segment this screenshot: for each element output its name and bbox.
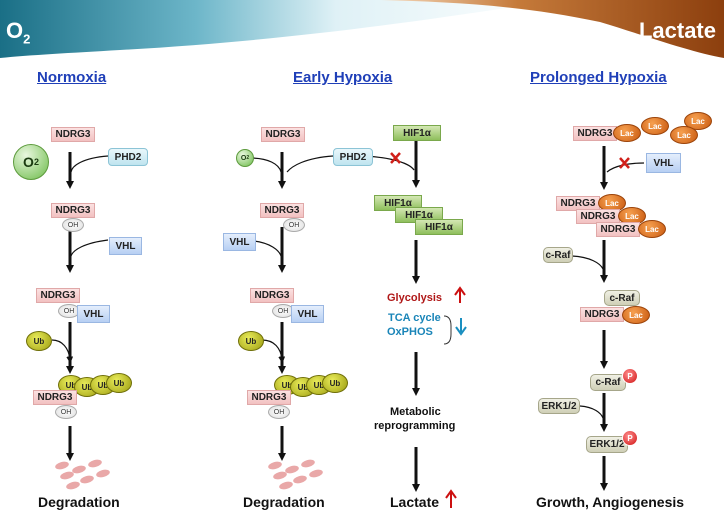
ndrg3-box: NDRG3 (580, 307, 624, 322)
heading-normoxia: Normoxia (37, 69, 107, 86)
inhibition-x-marks (390, 152, 630, 169)
c-raf-box: c-Raf (590, 374, 626, 391)
ndrg3-box: NDRG3 (250, 288, 294, 303)
banner-lactate-label: Lactate (638, 18, 716, 43)
ubiquitin: Ub (322, 373, 348, 393)
footer-growth-angiogenesis: Growth, Angiogenesis (536, 494, 685, 510)
lactate-molecule: Lac (618, 207, 646, 225)
ndrg3-box: NDRG3 (36, 288, 80, 303)
ndrg3-box: NDRG3 (261, 127, 305, 142)
ubiquitin: Ub (238, 331, 264, 351)
ndrg3-box: NDRG3 (260, 203, 304, 218)
reprogramming-label: reprogramming (374, 420, 456, 432)
banner-oxygen-label: O2 (6, 18, 31, 47)
ndrg3-box: NDRG3 (573, 126, 617, 141)
ndrg3-box: NDRG3 (51, 127, 95, 142)
ubiquitin: Ub (106, 373, 132, 393)
ndrg3-box: NDRG3 (33, 390, 77, 405)
lactate-molecule: Lac (684, 112, 712, 130)
vhl-box: VHL (646, 153, 681, 173)
footer-degradation: Degradation (38, 494, 120, 510)
lactate-molecule: Lac (641, 117, 669, 135)
hif1a-box: HIF1α (415, 219, 463, 235)
ndrg3-box: NDRG3 (596, 222, 640, 237)
hydroxyl-tag: OH (62, 218, 84, 232)
ndrg3-box: NDRG3 (247, 390, 291, 405)
vhl-box: VHL (77, 305, 110, 323)
lactate-molecule: Lac (613, 124, 641, 142)
phd2-box: PHD2 (333, 148, 373, 166)
heading-early-hypoxia: Early Hypoxia (293, 69, 393, 86)
tca-cycle-label: TCA cycle (388, 312, 441, 324)
hydroxyl-tag: OH (55, 405, 77, 419)
ubiquitin: Ub (26, 331, 52, 351)
glycolysis-label: Glycolysis (387, 292, 443, 304)
ndrg3-box: NDRG3 (51, 203, 95, 218)
header-banner (0, 0, 724, 58)
footer-lactate: Lactate (390, 494, 440, 510)
vhl-box: VHL (223, 233, 256, 251)
c-raf-box: c-Raf (543, 247, 573, 263)
hydroxyl-tag: OH (268, 405, 290, 419)
phosphate-tag: P (622, 368, 638, 384)
phosphate-tag: P (622, 430, 638, 446)
metabolic-label: Metabolic (390, 406, 441, 418)
oxphos-label: OxPHOS (387, 326, 433, 338)
hydroxyl-tag: OH (283, 218, 305, 232)
heading-prolonged-hypoxia: Prolonged Hypoxia (530, 69, 667, 86)
lactate-molecule: Lac (622, 306, 650, 324)
lactate-molecule: Lac (638, 220, 666, 238)
erk-box: ERK1/2 (538, 398, 580, 414)
c-raf-box: c-Raf (604, 290, 640, 306)
vhl-box: VHL (109, 237, 142, 255)
hif1a-box: HIF1α (393, 125, 441, 141)
lactate-molecule: Lac (670, 126, 698, 144)
vhl-box: VHL (291, 305, 324, 323)
phd2-box: PHD2 (108, 148, 148, 166)
footer-degradation: Degradation (243, 494, 325, 510)
